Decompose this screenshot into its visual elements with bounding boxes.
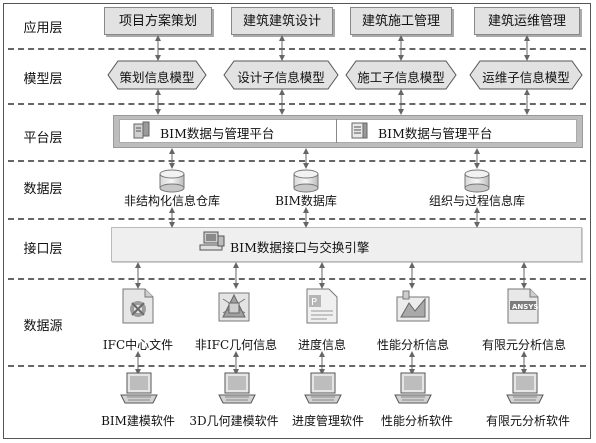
- layer-label-platform: 平台层: [23, 131, 63, 146]
- svg-text:ANSYS: ANSYS: [512, 303, 538, 311]
- arrows-model-platform: [155, 89, 530, 115]
- performance-chart-icon: [396, 290, 430, 322]
- ansys-file-icon: ANSYS: [507, 288, 539, 324]
- layer-label-database: 数据层: [23, 182, 63, 197]
- server-icon: [351, 122, 368, 139]
- layer-label-application: 应用层: [23, 21, 63, 36]
- platform-label-right: BIM数据与管理平台: [378, 126, 493, 141]
- model-hex-operation: [469, 60, 583, 90]
- software-label-fea: 有限元分析软件: [485, 414, 570, 428]
- app-box-construction: 建筑施工管理: [350, 7, 452, 35]
- software-label-3d: 3D几何建模软件: [189, 414, 279, 428]
- source-label-ifc: IFC中心文件: [102, 338, 174, 352]
- laptop-icon: [120, 372, 158, 404]
- computer-engine-icon: [199, 231, 225, 251]
- database-label-bim: BIM数据库: [275, 194, 337, 208]
- model-label-operation: 运维子信息模型: [482, 70, 570, 85]
- software-label-bim: BIM建模软件: [101, 414, 175, 428]
- database-cylinder-icon: [464, 169, 490, 193]
- model-label-construction: 施工子信息模型: [357, 70, 445, 85]
- app-box-planning: 项目方案策划: [104, 7, 212, 35]
- separator-4: [8, 218, 586, 220]
- platform-divider: [336, 119, 337, 143]
- database-label-organization: 组织与过程信息库: [428, 194, 525, 208]
- source-label-schedule: 进度信息: [297, 338, 346, 352]
- source-label-geometry: 非IFC几何信息: [194, 338, 278, 352]
- schedule-doc-icon: P: [306, 288, 338, 324]
- layer-label-source: 数据源: [23, 319, 63, 334]
- separator-2: [8, 103, 586, 105]
- separator-5: [8, 278, 586, 280]
- separator-3: [8, 160, 586, 162]
- ifc-file-icon: [122, 288, 154, 324]
- arrows-app-model: [155, 35, 530, 61]
- platform-inner: [119, 119, 577, 143]
- layer-label-interface: 接口层: [23, 242, 63, 257]
- app-box-design: 建筑建筑设计: [231, 7, 333, 35]
- separator-1: [8, 48, 586, 50]
- app-box-operation: 建筑运维管理: [474, 7, 580, 35]
- separator-6: [8, 365, 586, 367]
- arrows-source-software: [135, 351, 527, 375]
- laptop-icon: [304, 372, 342, 404]
- geometry-icon: [218, 292, 250, 322]
- arrows-db-interface: [169, 207, 480, 228]
- model-hex-design: [223, 60, 339, 90]
- model-label-design: 设计子信息模型: [237, 70, 325, 85]
- database-cylinder-icon: [293, 169, 319, 193]
- laptop-icon: [218, 372, 256, 404]
- diagram-frame: [3, 3, 591, 439]
- database-cylinder-icon: [159, 169, 185, 193]
- source-label-performance: 性能分析信息: [376, 338, 449, 352]
- interface-bar: [111, 227, 582, 262]
- software-label-schedule: 进度管理软件: [291, 414, 364, 428]
- software-label-performance: 性能分析软件: [380, 414, 453, 428]
- model-hex-planning: [107, 60, 207, 90]
- database-label-unstructured: 非结构化信息仓库: [123, 194, 220, 208]
- model-hexagons: [107, 60, 583, 90]
- model-label-planning: 策划信息模型: [119, 70, 195, 85]
- model-hex-construction: [345, 60, 457, 90]
- laptop-icon: [506, 372, 544, 404]
- laptop-icon: [394, 372, 432, 404]
- arrows-interface-sources: [135, 262, 527, 289]
- svg-text:P: P: [311, 297, 317, 308]
- arrows-platform-db: [169, 148, 480, 169]
- layer-label-model: 模型层: [23, 72, 63, 87]
- server-icon: [133, 121, 150, 139]
- platform-label-left: BIM数据与管理平台: [160, 126, 275, 141]
- interface-label: BIM数据接口与交换引擎: [230, 240, 370, 255]
- source-label-fea: 有限元分析信息: [481, 338, 566, 352]
